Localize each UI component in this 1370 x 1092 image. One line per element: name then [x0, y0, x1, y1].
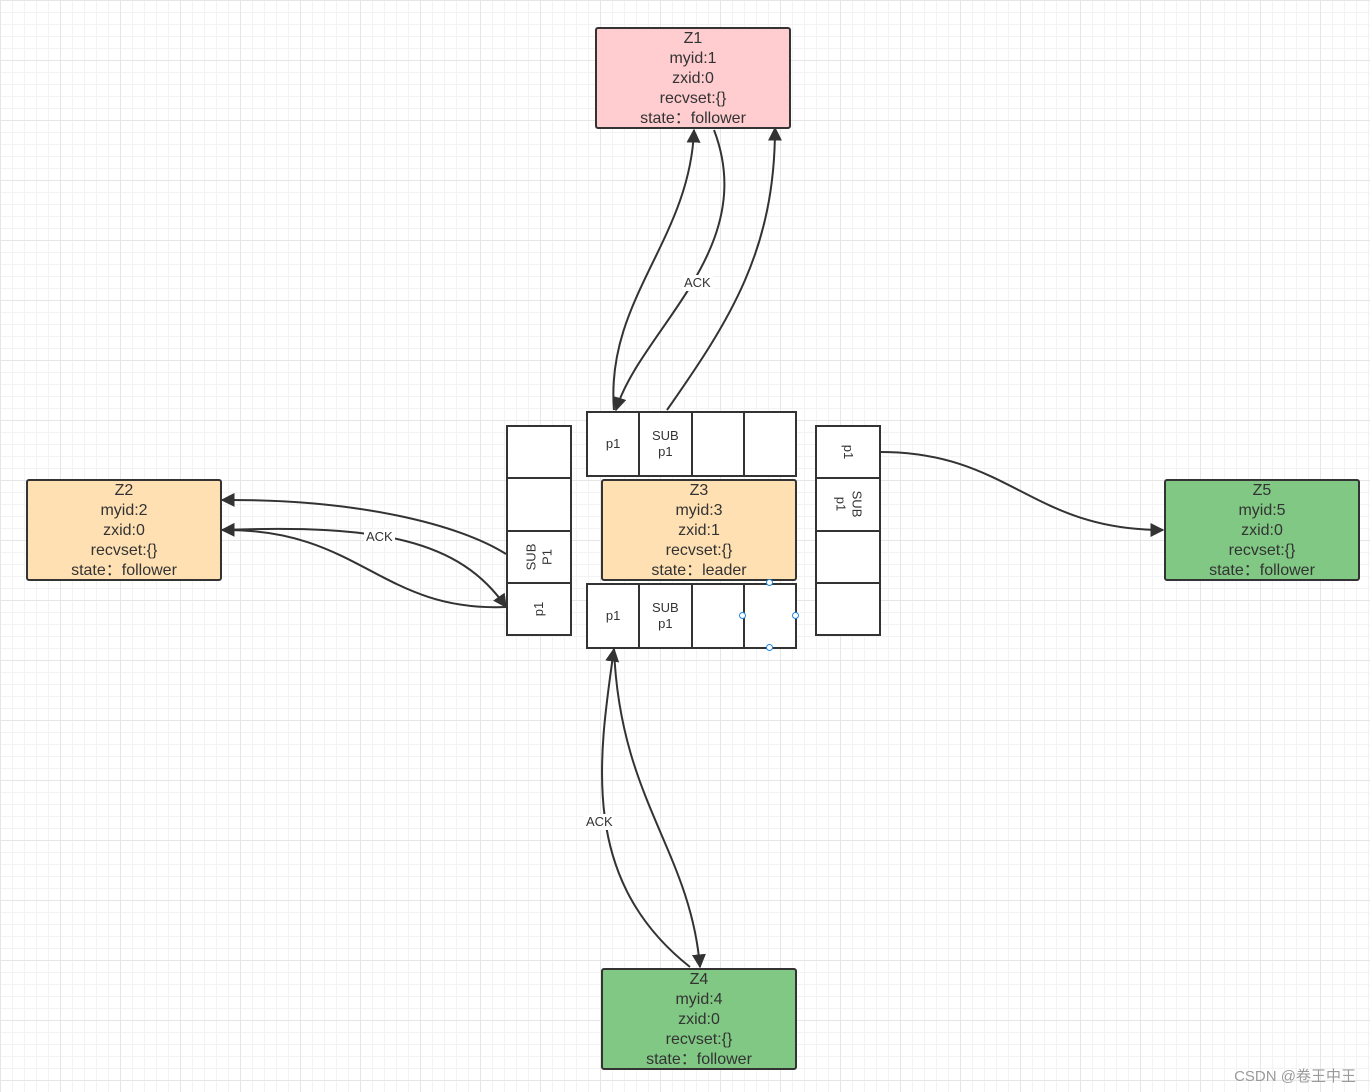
node-z4-recvset: recvset:{}: [665, 1031, 733, 1048]
node-z5-myid: myid:5: [1238, 502, 1286, 519]
node-z3[interactable]: Z3 myid:3 zxid:1 recvset:{} state：leader: [601, 479, 797, 581]
node-z2-title: Z2: [114, 482, 134, 499]
node-z5-state: state：follower: [1209, 562, 1315, 579]
queue-top-cell[interactable]: [692, 413, 745, 475]
edge-z2-ack-to-queue[interactable]: [221, 527, 507, 609]
queue-right-cell[interactable]: SUB p1: [817, 479, 879, 532]
queue-right-cell-text: p1: [841, 444, 856, 460]
node-z4-myid: myid:4: [675, 991, 723, 1008]
node-z4-title: Z4: [689, 971, 709, 988]
node-z3-zxid: zxid:1: [678, 522, 720, 539]
node-z4-zxid: zxid:0: [678, 1011, 720, 1028]
edge-label-bottom-ack: ACK: [584, 814, 615, 830]
edge-queue-to-z5[interactable]: [879, 451, 1165, 537]
watermark: CSDN @卷王中王: [1234, 1068, 1356, 1085]
queue-right-cell[interactable]: [817, 583, 879, 634]
node-z2-recvset: recvset:{}: [90, 542, 158, 559]
queue-bottom-cell[interactable]: [692, 585, 745, 647]
node-z3-recvset: recvset:{}: [665, 542, 733, 559]
queue-right-cell-text: SUB p1: [832, 491, 864, 518]
node-z3-title: Z3: [689, 482, 709, 499]
node-z2-myid: myid:2: [100, 502, 148, 519]
queue-bottom-cell[interactable]: [744, 585, 795, 647]
queue-left-cell[interactable]: SUB P1: [508, 531, 570, 584]
queue-bottom-cell[interactable]: SUB p1: [640, 585, 693, 647]
queue-top-cell[interactable]: SUB p1: [640, 413, 693, 475]
node-z5-zxid: zxid:0: [1241, 522, 1283, 539]
queue-bottom[interactable]: p1 SUB p1: [586, 583, 797, 649]
queue-right[interactable]: p1 SUB p1: [815, 425, 881, 636]
node-z5-title: Z5: [1252, 482, 1272, 499]
queue-bottom-cell[interactable]: p1: [588, 585, 641, 647]
selection-handle-right[interactable]: [792, 612, 799, 619]
queue-left-cell[interactable]: [508, 479, 570, 532]
selection-handle-left[interactable]: [739, 612, 746, 619]
queue-left-cell[interactable]: p1: [508, 583, 570, 634]
node-z1-recvset: recvset:{}: [659, 90, 727, 107]
edge-z4-ack-to-queue[interactable]: [601, 647, 691, 968]
node-z1[interactable]: Z1 myid:1 zxid:0 recvset:{} state：follow…: [595, 27, 791, 129]
node-z4[interactable]: Z4 myid:4 zxid:0 recvset:{} state：follow…: [601, 968, 797, 1070]
node-z2-state: state：follower: [71, 562, 177, 579]
node-z1-title: Z1: [683, 30, 703, 47]
node-z1-zxid: zxid:0: [672, 70, 714, 87]
queue-left-cell[interactable]: [508, 427, 570, 480]
edge-queue-to-z2-lower[interactable]: [220, 522, 507, 609]
queue-left[interactable]: SUB P1 p1: [506, 425, 572, 636]
node-z5-recvset: recvset:{}: [1228, 542, 1296, 559]
edge-queue-to-z2-upper[interactable]: [220, 492, 507, 555]
node-z1-state: state：follower: [640, 110, 746, 127]
node-z2-zxid: zxid:0: [103, 522, 145, 539]
edge-queue-to-z1-left[interactable]: [612, 128, 701, 411]
node-z3-myid: myid:3: [675, 502, 723, 519]
edge-label-top-ack: ACK: [682, 275, 713, 291]
queue-top-cell[interactable]: p1: [588, 413, 641, 475]
edge-z1-ack-to-queue[interactable]: [612, 129, 726, 412]
node-z4-state: state：follower: [646, 1051, 752, 1068]
edge-queue-to-z1-right[interactable]: [666, 126, 782, 411]
queue-left-cell-text: p1: [531, 601, 546, 617]
node-z1-myid: myid:1: [669, 50, 717, 67]
queue-right-cell[interactable]: p1: [817, 427, 879, 480]
queue-top-cell[interactable]: [744, 413, 795, 475]
edge-queue-to-z4[interactable]: [613, 648, 706, 969]
queue-top[interactable]: p1 SUB p1: [586, 411, 797, 477]
node-z3-state: state：leader: [651, 562, 747, 579]
edge-label-left-ack: ACK: [364, 529, 395, 545]
queue-right-cell[interactable]: [817, 531, 879, 584]
node-z2[interactable]: Z2 myid:2 zxid:0 recvset:{} state：follow…: [26, 479, 222, 581]
selection-handle-bottom[interactable]: [766, 644, 773, 651]
queue-left-cell-text: SUB P1: [522, 543, 554, 570]
node-z5[interactable]: Z5 myid:5 zxid:0 recvset:{} state：follow…: [1164, 479, 1360, 581]
selection-handle-top[interactable]: [766, 579, 773, 586]
